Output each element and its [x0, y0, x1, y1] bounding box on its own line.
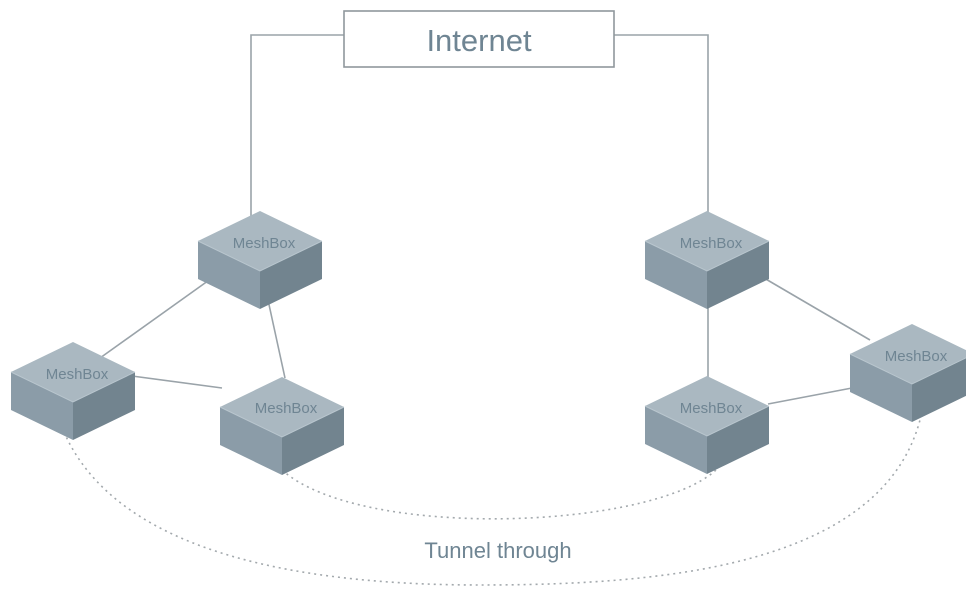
uplink-left: [250, 34, 344, 225]
meshbox-cube-icon: [644, 210, 770, 310]
uplink-right: [614, 34, 709, 225]
tunnel-outer: [63, 419, 921, 586]
meshbox-left-right: MeshBox: [219, 376, 345, 476]
meshbox-label: MeshBox: [233, 235, 296, 252]
meshbox-cube-icon: [219, 376, 345, 476]
internet-node: Internet: [343, 10, 615, 68]
link-rb-rr: [767, 387, 853, 405]
meshbox-label: MeshBox: [680, 400, 743, 417]
mesh-links: [99, 277, 871, 405]
uplinks: [250, 34, 709, 225]
meshbox-right-top: MeshBox: [644, 210, 770, 310]
meshbox-cube-icon: [644, 375, 770, 475]
link-lt-lr: [267, 299, 286, 379]
link-ll-lr: [131, 375, 223, 389]
tunnel-inner: [281, 469, 717, 520]
meshbox-right-bottom: MeshBox: [644, 375, 770, 475]
tunnels: [63, 419, 921, 586]
tunnel-label: Tunnel through: [424, 538, 571, 563]
meshbox-left-top: MeshBox: [197, 210, 323, 310]
link-lt-ll: [99, 277, 213, 359]
meshbox-label: MeshBox: [680, 235, 743, 252]
link-rt-rr: [763, 277, 871, 341]
meshbox-label: MeshBox: [255, 400, 318, 417]
meshbox-cube-icon: [197, 210, 323, 310]
meshbox-left-left: MeshBox: [10, 341, 136, 441]
internet-box: [343, 10, 615, 68]
meshbox-label: MeshBox: [46, 366, 109, 383]
meshbox-label: MeshBox: [885, 348, 948, 365]
meshbox-right-right: MeshBox: [849, 323, 966, 423]
meshbox-cube-icon: [10, 341, 136, 441]
internet-label: Internet: [426, 23, 532, 58]
